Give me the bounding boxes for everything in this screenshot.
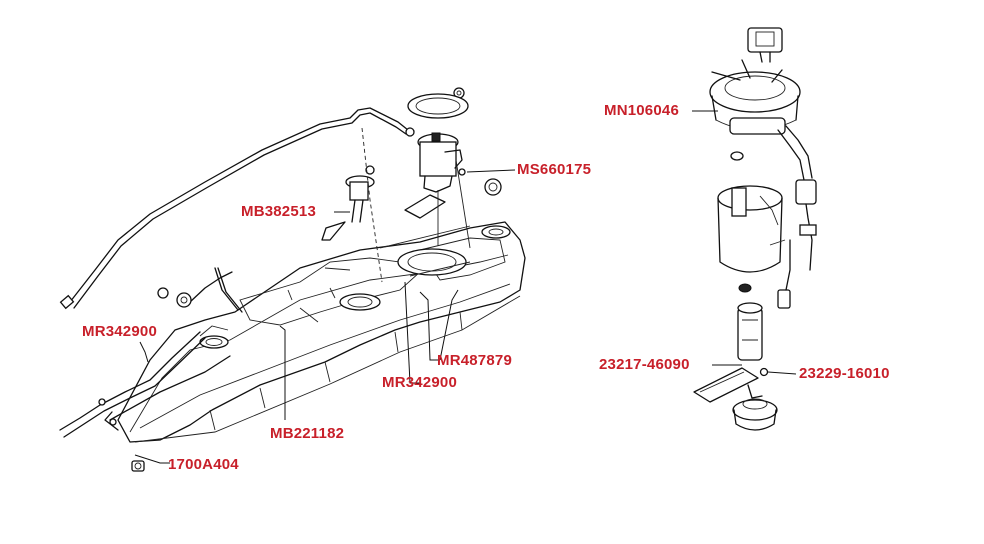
label-mr487879: MR487879 <box>437 352 512 369</box>
label-ms660175: MS660175 <box>517 161 592 178</box>
label-mr342900-center: MR342900 <box>382 374 457 391</box>
label-23217-46090: 23217-46090 <box>599 356 690 373</box>
pump-module-exploded-drawing <box>693 27 817 431</box>
hose-drawing <box>59 267 243 438</box>
fuel-tank-drawing <box>104 221 526 443</box>
label-1700a404: 1700A404 <box>168 456 239 473</box>
label-mb221182: MB221182 <box>270 425 345 442</box>
label-mb382513: MB382513 <box>241 203 316 220</box>
pump-assembly-center-drawing <box>404 93 471 249</box>
leader-lines <box>134 110 797 464</box>
fuel-line-drawing <box>59 107 415 310</box>
label-mn106046: MN106046 <box>604 102 679 119</box>
label-mr342900-left: MR342900 <box>82 323 157 340</box>
label-23229-16010: 23229-16010 <box>799 365 890 382</box>
fuel-level-sender-drawing <box>321 165 375 241</box>
